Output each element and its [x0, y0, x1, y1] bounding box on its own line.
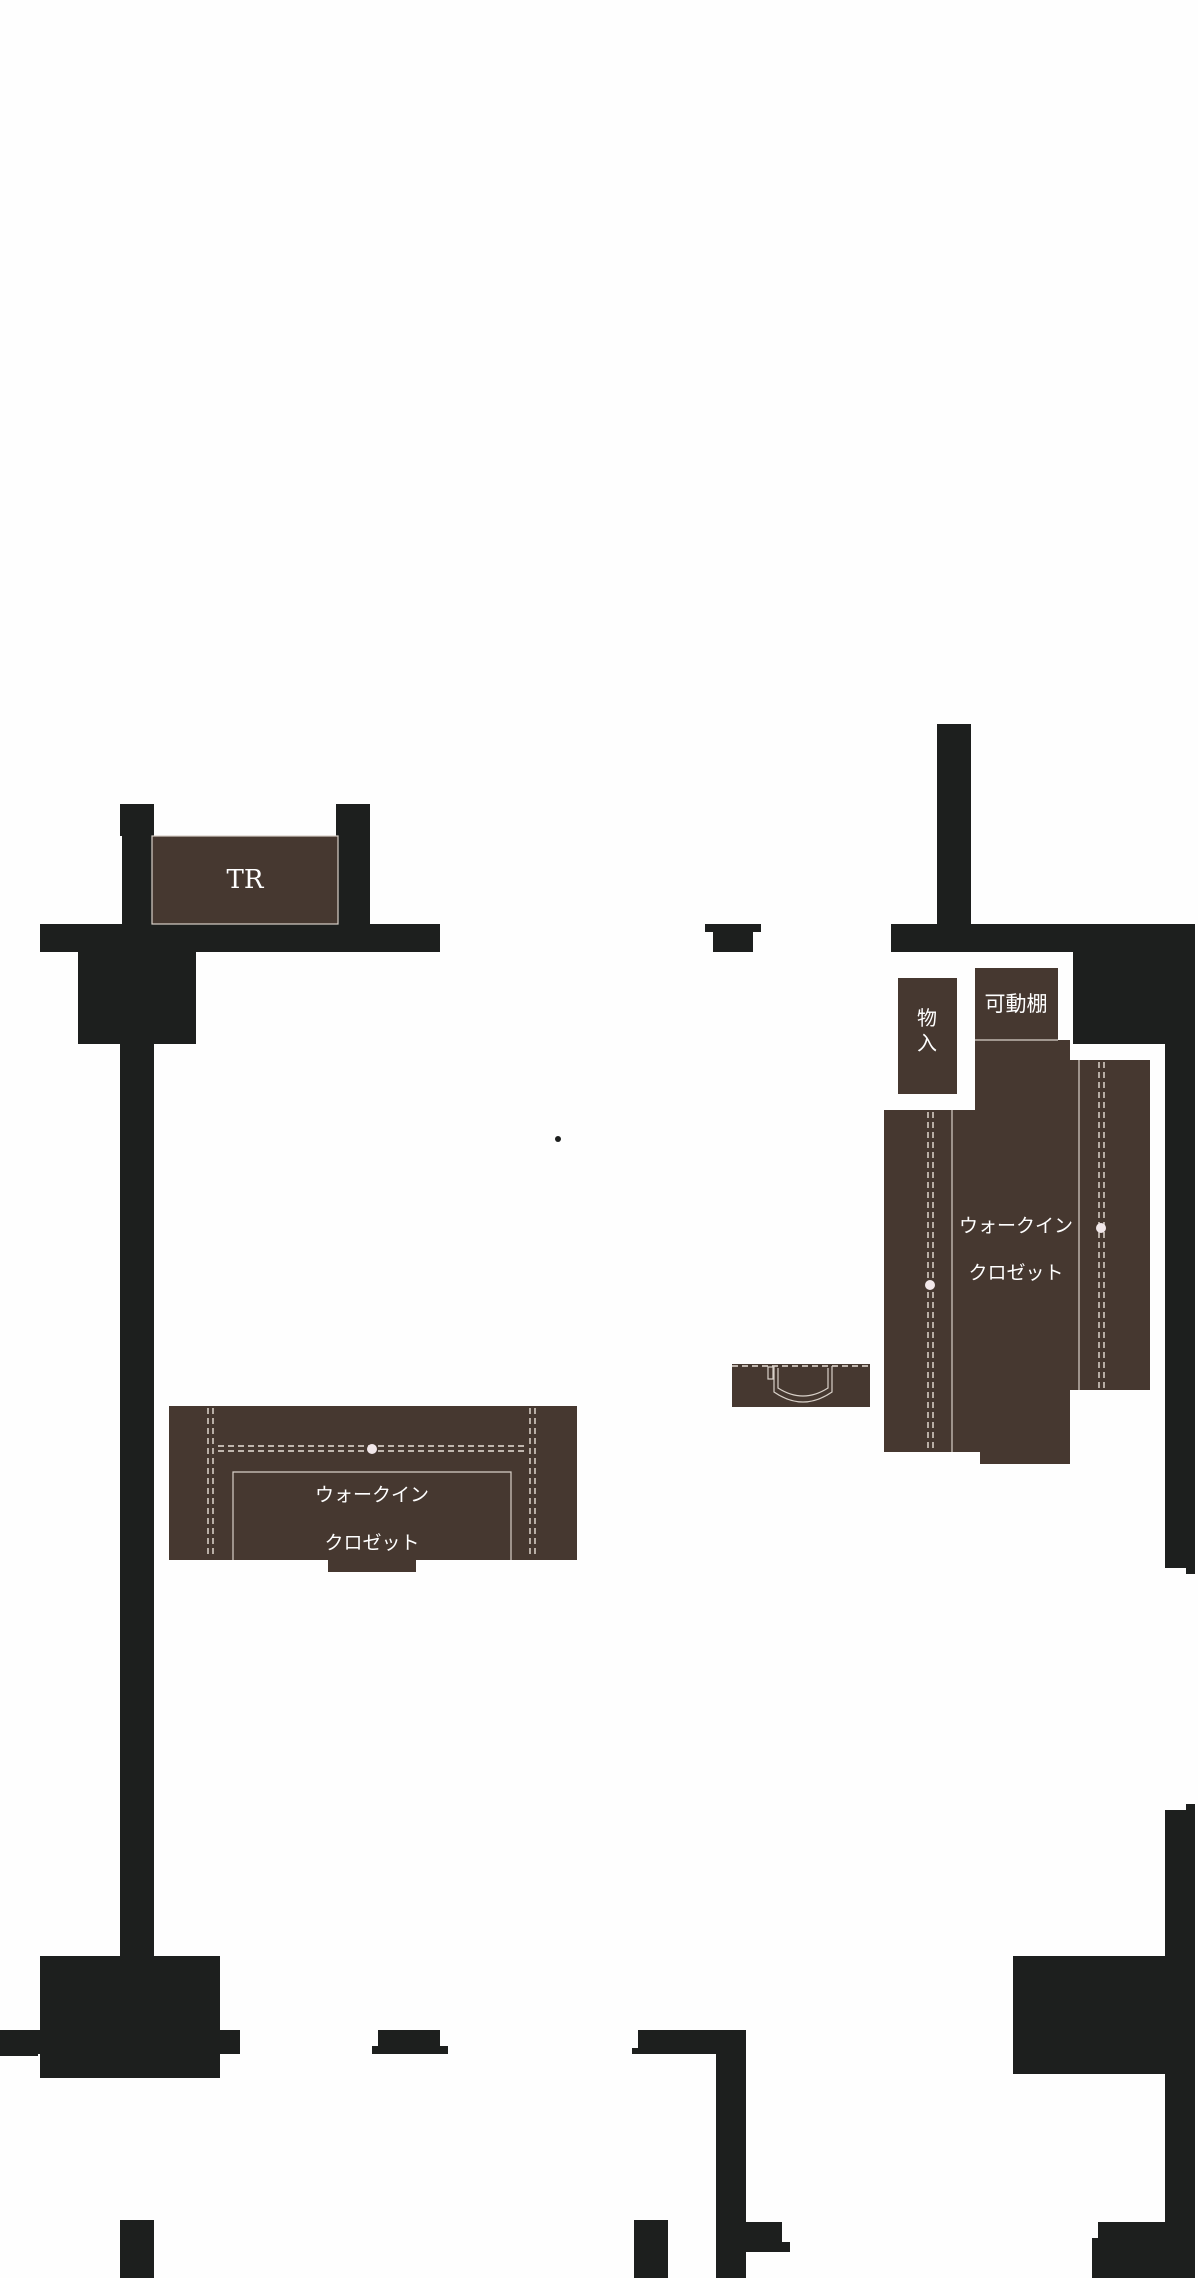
wall-stub-bottom-left-cap [372, 2046, 448, 2054]
room-walk-in-closet-left: ウォークイン クロゼット [169, 1406, 577, 1572]
closet-left-inner-outline [232, 1471, 512, 1560]
sink-basin [773, 1366, 833, 1403]
wall-bottom-left-sill [0, 2052, 38, 2056]
storage-label-line2: 入 [917, 1031, 937, 1055]
wall-right-upper-end [1186, 1566, 1195, 1574]
walls [0, 724, 1195, 2278]
wall-stub-bottom-edge-left [120, 2220, 154, 2278]
wall-right-upper [1165, 1040, 1195, 1568]
wall-left [120, 1040, 154, 1960]
room-toilet: TR [151, 835, 339, 925]
ceiling-point-marker [555, 1136, 561, 1142]
column-bottom-right [1013, 1956, 1183, 2074]
closet-right-label-line1: ウォークイン [959, 1215, 1073, 1237]
wall-stub-bottom-left [378, 2030, 440, 2048]
wall-bottom-left-ledge [0, 2030, 240, 2054]
wall-top-left [40, 924, 440, 952]
closet-right-shelf-area [975, 968, 1058, 1040]
closet-right-upper-body [975, 1064, 1070, 1114]
closet-right-main [975, 1040, 1070, 1066]
wall-bottom-mid-horizontal-cap [632, 2048, 644, 2054]
sink-basin-inner [777, 1368, 829, 1397]
room-walk-in-closet-right: 可動棚 ウォークイン クロゼット [884, 968, 1150, 1464]
sink-counter [732, 1364, 870, 1407]
wall-bottom-mid-vertical [716, 2030, 746, 2278]
closet-left-label-line1: ウォークイン [315, 1484, 429, 1506]
closet-left-label-line2: クロゼット [324, 1532, 419, 1554]
wall-top-right-cap [898, 950, 928, 952]
toilet-outline [151, 835, 339, 925]
toilet-floor [152, 836, 338, 924]
adjustable-shelf-label: 可動棚 [985, 992, 1048, 1016]
wall-right-lower-cap [1186, 1804, 1195, 1812]
closet-right-bottom-left [884, 1388, 984, 1452]
wall-bottom-mid-foot [744, 2222, 782, 2244]
column-bottom-left [40, 1956, 220, 2078]
column-top-left [78, 950, 196, 1044]
wall-bottom-mid-foot-base [744, 2242, 790, 2252]
closet-left-floor [169, 1406, 577, 1560]
wall-stub-bottom-edge-mid [634, 2220, 668, 2278]
column-top-right [1073, 950, 1195, 1044]
wall-stub-top-mid-cap [705, 924, 761, 932]
wall-tr-left [120, 804, 154, 836]
wall-tr-left-post [122, 834, 152, 926]
wall-bottom-right-foot-base [1092, 2238, 1195, 2278]
storage-label-line1: 物 [917, 1006, 937, 1030]
wall-top-left-end [420, 930, 434, 952]
closet-right-label-line2: クロゼット [968, 1262, 1063, 1284]
closet-left-tab [328, 1558, 416, 1572]
closet-right-side [1070, 1060, 1150, 1390]
toilet-label: TR [227, 865, 265, 895]
wall-top-right-vertical [937, 724, 971, 926]
faucet-icon [767, 1366, 774, 1380]
wall-tr-right [336, 804, 370, 926]
closet-left-hanger-dot [367, 1444, 377, 1454]
kitchen-sink-counter [732, 1364, 870, 1407]
closet-right-bottom [980, 1388, 1070, 1464]
storage-floor [898, 978, 957, 1094]
room-storage: 物 入 [898, 978, 957, 1094]
wall-top-right [891, 924, 1195, 952]
wall-stub-top-mid [713, 930, 753, 952]
closet-right-hanger-dot-left [925, 1280, 935, 1290]
closet-right-hanger-dot-right [1096, 1223, 1106, 1233]
